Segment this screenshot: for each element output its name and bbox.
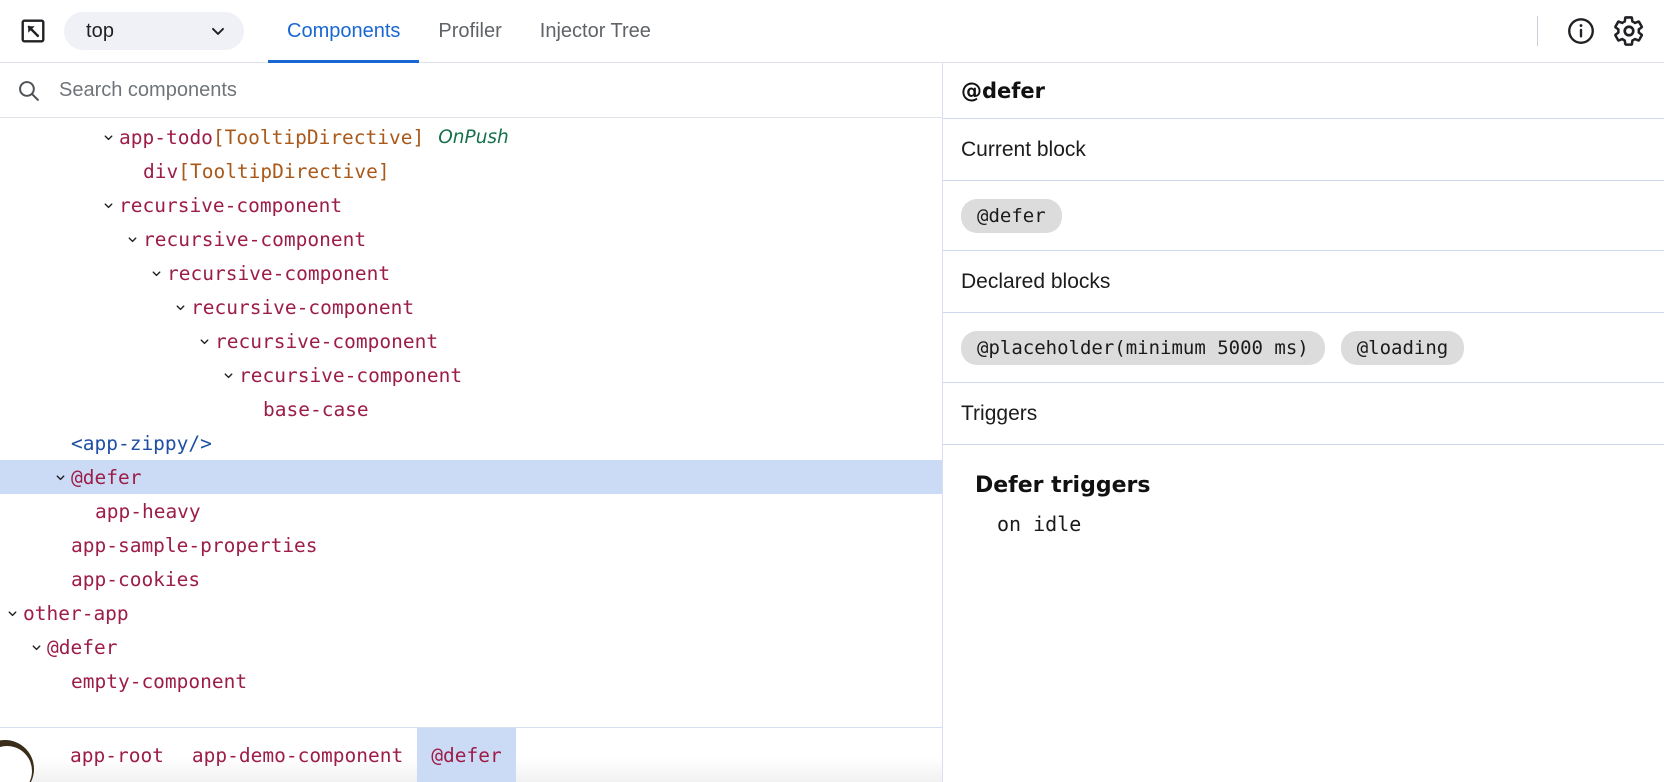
tree-row-onpush-badge: OnPush — [438, 126, 509, 148]
details-pane: @defer Current block @defer Declared blo… — [943, 63, 1664, 782]
tree-row[interactable]: app-todo[TooltipDirective] OnPush — [0, 120, 942, 154]
tree-row-name: base-case — [263, 397, 369, 421]
tree-row-name: other-app — [23, 601, 129, 625]
expand-chevron-icon[interactable] — [220, 369, 236, 382]
defer-triggers-list: on idle — [975, 512, 1664, 536]
triggers-label: Triggers — [943, 383, 1664, 445]
tree-row[interactable]: recursive-component — [0, 324, 942, 358]
tree-row-name: recursive-component — [143, 227, 367, 251]
tree-row-name: recursive-component — [119, 193, 343, 217]
search-icon — [16, 78, 41, 103]
current-block-chip: @defer — [961, 198, 1062, 233]
declared-block-chip: @loading — [1340, 330, 1465, 365]
tree-row[interactable]: other-app — [0, 596, 942, 630]
toolbar: top Components Profiler Injector Tree — [0, 0, 1664, 63]
tab-components-label: Components — [287, 19, 401, 42]
tree-row-name: recursive-component — [191, 295, 415, 319]
tree-row-name: @defer — [71, 465, 142, 489]
expand-chevron-icon[interactable] — [52, 471, 68, 484]
tree-row-name: <app-zippy/> — [71, 431, 212, 455]
search-bar — [0, 63, 942, 118]
tree-row[interactable]: app-cookies — [0, 562, 942, 596]
info-circle-icon[interactable] — [1560, 10, 1602, 52]
gear-icon[interactable] — [1608, 10, 1650, 52]
tree-row-name: app-todo — [119, 125, 213, 149]
inspect-element-icon[interactable] — [16, 14, 50, 48]
expand-chevron-icon[interactable] — [196, 335, 212, 348]
expand-chevron-icon[interactable] — [28, 641, 44, 654]
current-block-label: Current block — [943, 119, 1664, 181]
tree-row[interactable]: recursive-component — [0, 222, 942, 256]
defer-trigger-item: on idle — [997, 512, 1082, 536]
tree-row-name: app-sample-properties — [71, 533, 318, 557]
search-input[interactable] — [57, 77, 697, 103]
tree-row[interactable]: app-heavy — [0, 494, 942, 528]
tree-row[interactable]: recursive-component — [0, 358, 942, 392]
expand-chevron-icon[interactable] — [172, 301, 188, 314]
breadcrumb-item[interactable]: app-root — [70, 743, 164, 767]
expand-chevron-icon[interactable] — [100, 131, 116, 144]
breadcrumb-item[interactable]: @defer — [417, 728, 516, 782]
frame-selector[interactable]: top — [64, 12, 244, 50]
tree-row[interactable]: <app-zippy/> — [0, 426, 942, 460]
defer-triggers-heading: Defer triggers — [975, 473, 1151, 498]
tab-profiler[interactable]: Profiler — [419, 0, 520, 63]
tree-row[interactable]: recursive-component — [0, 188, 942, 222]
declared-blocks-list: @placeholder(minimum 5000 ms) @loading — [943, 313, 1664, 383]
tree-row-name: recursive-component — [167, 261, 391, 285]
expand-chevron-icon[interactable] — [124, 233, 140, 246]
tree-row-directive: [TooltipDirective] — [178, 159, 390, 183]
main-body: app-todo[TooltipDirective]OnPushdiv[Tool… — [0, 63, 1664, 782]
frame-selector-value: top — [86, 19, 115, 42]
expand-chevron-icon[interactable] — [148, 267, 164, 280]
declared-blocks-label: Declared blocks — [943, 251, 1664, 313]
tree-row-name: recursive-component — [215, 329, 439, 353]
declared-block-chip: @placeholder(minimum 5000 ms) — [961, 330, 1325, 365]
toolbar-actions — [1537, 10, 1650, 52]
details-title: @defer — [943, 63, 1664, 119]
defer-triggers-section: Defer triggers on idle — [943, 445, 1664, 782]
breadcrumb[interactable]: app-root app-demo-component @defer — [0, 727, 942, 782]
chevron-down-icon — [208, 21, 228, 41]
tree-row[interactable]: empty-component — [0, 664, 942, 698]
toolbar-divider — [1537, 16, 1538, 46]
current-blocks-list: @defer — [943, 181, 1664, 251]
tree-row-name: empty-component — [71, 669, 248, 693]
tree-row[interactable]: app-sample-properties — [0, 528, 942, 562]
tree-row-name: div — [143, 159, 179, 183]
tree-row-name: app-cookies — [71, 567, 201, 591]
tree-row[interactable]: @defer — [0, 630, 942, 664]
tab-components[interactable]: Components — [268, 0, 420, 63]
tree-row-name: app-heavy — [95, 499, 201, 523]
tree-row-name: @defer — [47, 635, 118, 659]
tree-row-directive: [TooltipDirective] — [212, 125, 425, 149]
tab-bar: Components Profiler Injector Tree — [268, 0, 670, 63]
tab-injector-tree-label: Injector Tree — [539, 19, 651, 42]
tree-row[interactable]: recursive-component — [0, 256, 942, 290]
tab-injector-tree[interactable]: Injector Tree — [521, 0, 670, 63]
tree-row[interactable]: div[TooltipDirective] — [0, 154, 942, 188]
tree-row-name: recursive-component — [239, 363, 463, 387]
tree-row[interactable]: base-case — [0, 392, 942, 426]
tree-row[interactable]: recursive-component — [0, 290, 942, 324]
component-tree-pane: app-todo[TooltipDirective]OnPushdiv[Tool… — [0, 63, 943, 782]
expand-chevron-icon[interactable] — [100, 199, 116, 212]
tree-row[interactable]: @defer — [0, 460, 942, 494]
breadcrumb-item[interactable]: app-demo-component — [191, 743, 404, 767]
tab-profiler-label: Profiler — [438, 19, 502, 42]
expand-chevron-icon[interactable] — [4, 607, 20, 620]
